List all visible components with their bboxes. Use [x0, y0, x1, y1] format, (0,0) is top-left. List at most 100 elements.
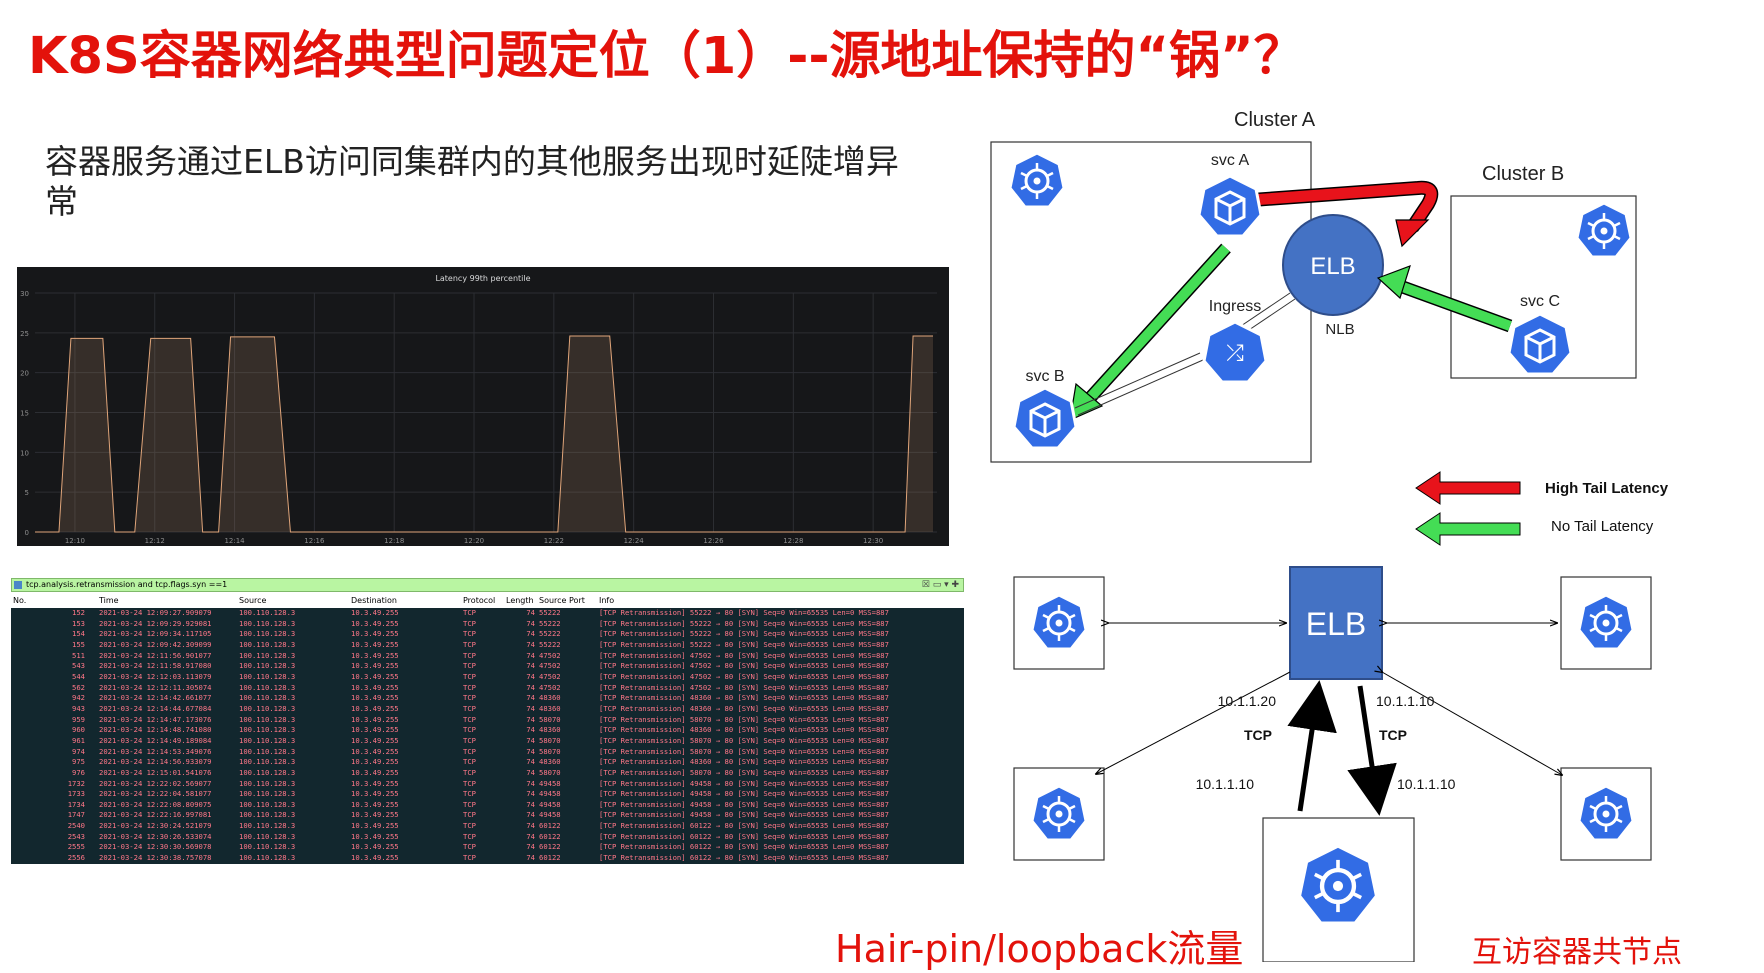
packet-cell: TCP — [463, 821, 476, 831]
packet-cell: [TCP Retransmission] 49458 → 80 [SYN] Se… — [599, 778, 889, 788]
packet-cell: 74 — [526, 693, 535, 703]
col-no[interactable]: No. — [13, 596, 27, 605]
packet-cell: TCP — [463, 639, 476, 649]
packet-cell: 47502 — [539, 671, 561, 681]
cluster-b-label: Cluster B — [1482, 163, 1564, 185]
packet-cell: 10.3.49.255 — [351, 757, 399, 767]
packet-cell: 10.3.49.255 — [351, 682, 399, 692]
packet-cell: 10.3.49.255 — [351, 842, 399, 852]
packet-cell: 2021-03-24 12:14:53.349076 — [99, 746, 212, 756]
packet-list-header: No. Time Source Destination Protocol Len… — [11, 596, 964, 608]
packet-cell: 74 — [526, 725, 535, 735]
x-tick-label: 12:10 — [65, 537, 85, 545]
packet-cell: TCP — [463, 831, 476, 841]
display-filter-bar[interactable]: tcp.analysis.retransmission and tcp.flag… — [11, 578, 964, 592]
packet-cell: 55222 — [539, 618, 561, 628]
col-length[interactable]: Length — [506, 596, 534, 605]
x-tick-label: 12:16 — [304, 537, 325, 545]
packet-cell: 2021-03-24 12:14:49.189084 — [99, 735, 212, 745]
x-tick-label: 12:20 — [464, 537, 484, 545]
packet-cell: 100.110.128.3 — [239, 629, 296, 639]
packet-cell: 2556 — [67, 853, 85, 863]
packet-cell: 1733 — [67, 789, 85, 799]
col-destination[interactable]: Destination — [351, 596, 397, 605]
green-arrow-svcc-elb — [1398, 281, 1512, 331]
x-tick-label: 12:18 — [384, 537, 404, 545]
packet-cell: [TCP Retransmission] 55222 → 80 [SYN] Se… — [599, 639, 889, 649]
k8s-cluster-a-icon — [1008, 151, 1066, 209]
elb-top-node — [1282, 214, 1384, 316]
packet-cell: 74 — [526, 639, 535, 649]
filter-buttons[interactable]: ☒ ▭ ▾ ✚ — [921, 580, 959, 590]
k8s-bottom-center-icon — [1299, 845, 1377, 923]
arrow-down-from-elb — [1347, 685, 1397, 816]
ip-right-top: 10.1.1.10 — [1376, 693, 1435, 709]
packet-cell: 544 — [72, 671, 85, 681]
packet-cell: 100.110.128.3 — [239, 746, 296, 756]
packet-cell: TCP — [463, 757, 476, 767]
packet-cell: 100.110.128.3 — [239, 671, 296, 681]
packet-cell: 100.110.128.3 — [239, 789, 296, 799]
display-filter-input[interactable]: tcp.analysis.retransmission and tcp.flag… — [26, 580, 228, 589]
packet-cell: 2021-03-24 12:22:16.997081 — [99, 810, 212, 820]
col-protocol[interactable]: Protocol — [463, 596, 496, 605]
packet-cell: 49458 — [539, 810, 561, 820]
chart-title: Latency 99th percentile — [435, 274, 530, 283]
col-time[interactable]: Time — [99, 596, 119, 605]
y-tick-label: 0 — [25, 529, 29, 537]
packet-cell: [TCP Retransmission] 48360 → 80 [SYN] Se… — [599, 703, 889, 713]
k8s-top-left-icon — [1030, 593, 1088, 651]
packet-cell: 100.110.128.3 — [239, 725, 296, 735]
col-source-port[interactable]: Source Port — [539, 596, 585, 605]
col-source[interactable]: Source — [239, 596, 267, 605]
packet-cell: 152 — [72, 608, 85, 617]
svc-a-label: svc A — [1211, 152, 1250, 169]
svg-text:⤮: ⤮ — [1226, 341, 1244, 366]
col-info[interactable]: Info — [599, 596, 615, 605]
y-tick-label: 5 — [25, 489, 29, 497]
packet-cell: [TCP Retransmission] 58070 → 80 [SYN] Se… — [599, 714, 889, 724]
packet-cell: 74 — [526, 735, 535, 745]
packet-cell: 100.110.128.3 — [239, 853, 296, 863]
packet-cell: 74 — [526, 650, 535, 660]
packet-cell: 153 — [72, 618, 85, 628]
packet-cell: 100.110.128.3 — [239, 842, 296, 852]
packet-cell: 10.3.49.255 — [351, 853, 399, 863]
packet-cell: TCP — [463, 735, 476, 745]
packet-cell: [TCP Retransmission] 60122 → 80 [SYN] Se… — [599, 853, 889, 863]
packet-cell: 2021-03-24 12:14:44.677084 — [99, 703, 212, 713]
x-tick-label: 12:14 — [224, 537, 245, 545]
packet-cell: [TCP Retransmission] 48360 → 80 [SYN] Se… — [599, 725, 889, 735]
y-tick-label: 30 — [20, 290, 29, 298]
x-tick-label: 12:22 — [544, 537, 564, 545]
packet-cell: 943 — [72, 703, 85, 713]
packet-cell: TCP — [463, 671, 476, 681]
packet-cell: TCP — [463, 767, 476, 777]
bookmark-icon[interactable] — [14, 581, 22, 589]
